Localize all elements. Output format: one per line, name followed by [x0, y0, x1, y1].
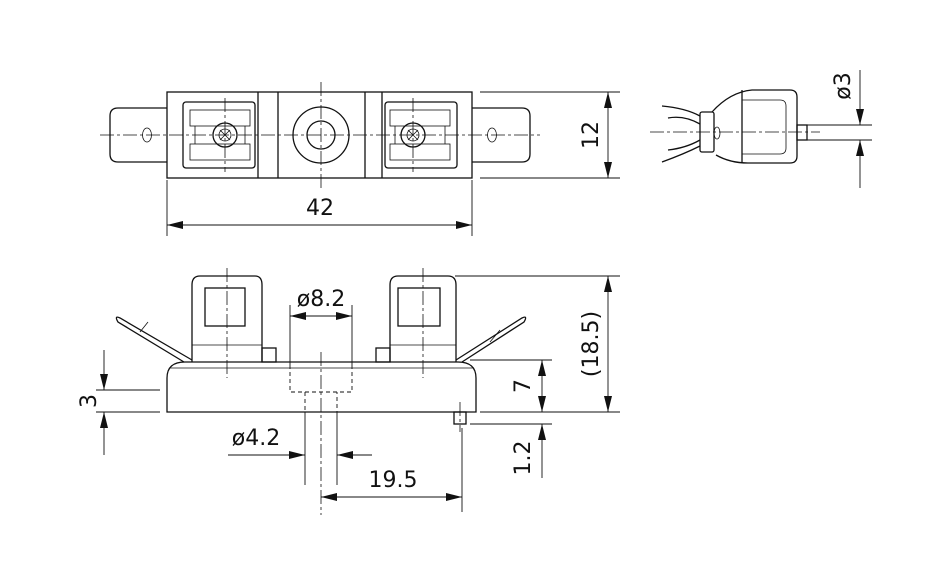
front-view — [115, 268, 527, 515]
dimension-3: 3 — [77, 350, 160, 455]
dimension-3-label: 3 — [77, 394, 102, 408]
dimension-1-2-label: 1.2 — [511, 441, 536, 476]
side-view — [650, 89, 820, 164]
dimension-42-label: 42 — [306, 196, 334, 221]
dimension-19-5: 19.5 — [321, 428, 463, 512]
dimension-19-5-label: 19.5 — [369, 468, 418, 493]
dimension-dia-3-label: ø3 — [831, 72, 856, 99]
dimension-dia-3: ø3 — [805, 70, 872, 188]
dimension-dia-8-2-label: ø8.2 — [297, 287, 345, 312]
dimension-1-2: 1.2 — [470, 423, 552, 478]
dimension-dia-4-2-label: ø4.2 — [232, 426, 280, 451]
dimension-7-label: 7 — [511, 379, 536, 393]
dimension-42: 42 — [166, 180, 473, 236]
top-view — [100, 82, 540, 190]
dimension-12-label: 12 — [579, 121, 604, 149]
dimension-dia-8-2: ø8.2 — [289, 287, 353, 365]
dimension-18-5: (18.5) — [455, 275, 620, 413]
dimension-dia-4-2: ø4.2 — [228, 412, 372, 485]
dimension-12: 12 — [480, 91, 620, 179]
dimension-18-5-label: (18.5) — [579, 311, 604, 377]
dimension-7: 7 — [470, 359, 552, 412]
